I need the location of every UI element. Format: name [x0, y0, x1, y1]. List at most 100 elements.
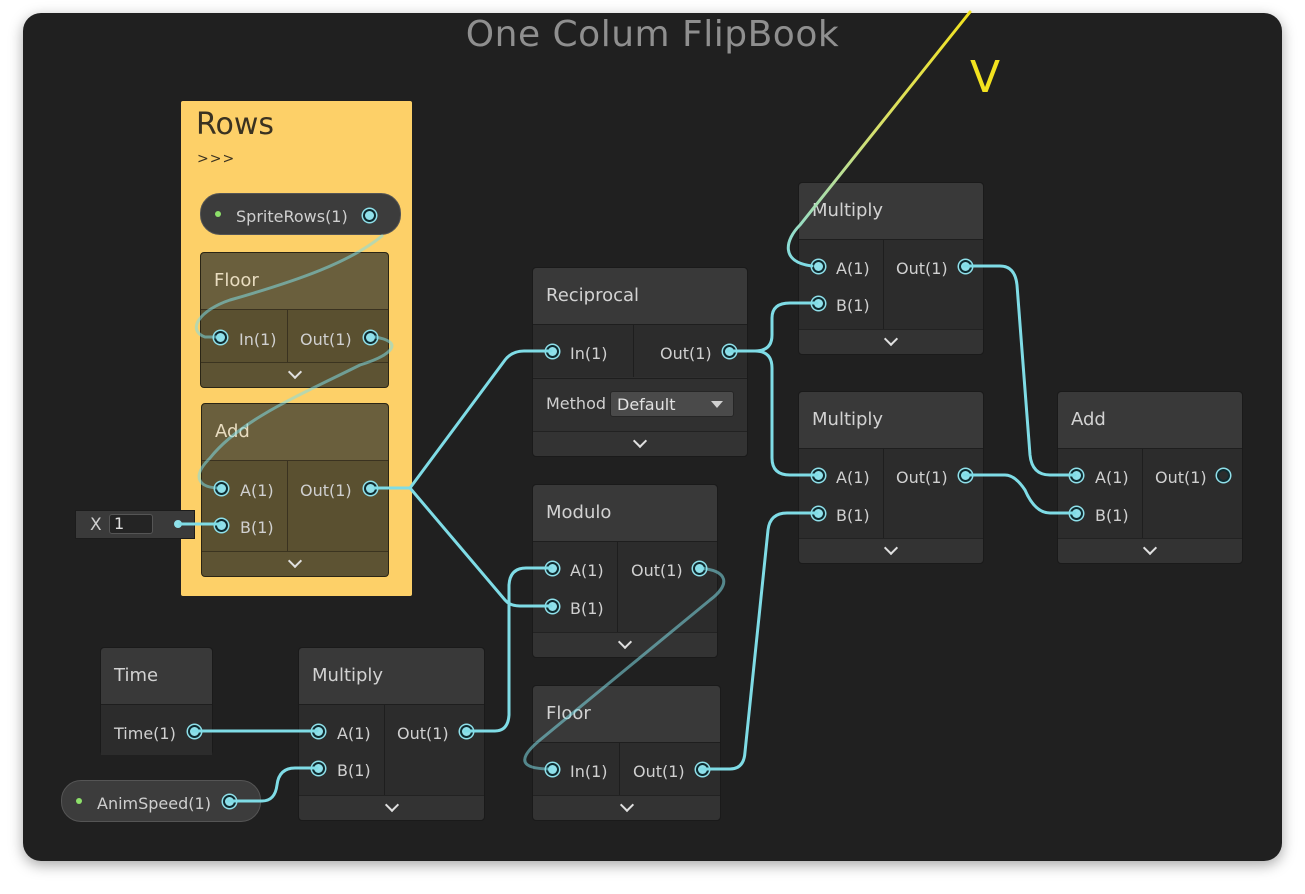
multiply-time-a-port[interactable]: [312, 725, 325, 738]
multiply-top-out-port[interactable]: [959, 260, 972, 273]
floor-time-in-port[interactable]: [546, 763, 559, 776]
add-final-b-port[interactable]: [1070, 507, 1083, 520]
rows-group-subtitle: >>>: [197, 151, 236, 167]
multiply-top-title[interactable]: Multiply: [799, 183, 983, 240]
multiply-mid-b-port[interactable]: [812, 507, 825, 520]
modulo-b-label: B(1): [570, 599, 604, 618]
chevron-down-icon: [632, 433, 648, 449]
multiply-mid-a-label: A(1): [836, 468, 870, 487]
multiply-time-out-port[interactable]: [460, 725, 473, 738]
add-rows-a-label: A(1): [240, 481, 274, 500]
rows-group-title: Rows: [196, 107, 275, 142]
add-final-a-port[interactable]: [1070, 469, 1083, 482]
chevron-down-icon: [384, 797, 399, 813]
add-final-node[interactable]: Add: [1057, 391, 1243, 564]
modulo-out-port[interactable]: [693, 562, 706, 575]
time-title[interactable]: Time: [101, 648, 212, 705]
floor-rows-in-port[interactable]: [214, 331, 227, 344]
multiply-top-b-label: B(1): [836, 296, 870, 315]
add-rows-a-port[interactable]: [215, 482, 228, 495]
property-indicator-icon: [215, 211, 221, 217]
x-label: X: [90, 515, 102, 535]
multiply-time-title[interactable]: Multiply: [299, 648, 484, 705]
add-final-title[interactable]: Add: [1058, 392, 1242, 449]
multiply-mid-expand[interactable]: [799, 538, 983, 563]
dropdown-arrow-icon: [711, 401, 723, 408]
floor-time-in-label: In(1): [570, 762, 608, 781]
multiply-top-expand[interactable]: [799, 329, 983, 354]
floor-rows-out-port[interactable]: [364, 331, 377, 344]
reciprocal-out-port[interactable]: [723, 345, 736, 358]
chevron-down-icon: [883, 540, 899, 556]
method-value: Default: [617, 395, 676, 414]
multiply-time-b-port[interactable]: [312, 762, 325, 775]
multiply-mid-node[interactable]: Multiply: [798, 391, 984, 564]
add-rows-out-label: Out(1): [300, 481, 352, 500]
graph-title: One Colum FlipBook: [465, 14, 840, 55]
multiply-mid-out-label: Out(1): [896, 468, 948, 487]
multiply-time-out-label: Out(1): [397, 724, 449, 743]
chevron-down-icon: [619, 797, 634, 813]
modulo-a-label: A(1): [570, 561, 604, 580]
sprite-rows-label: SpriteRows(1): [236, 207, 348, 226]
multiply-time-node[interactable]: Multiply: [298, 647, 485, 821]
sprite-rows-output-port[interactable]: [363, 209, 376, 222]
time-out-label: Time(1): [114, 724, 176, 743]
reciprocal-expand[interactable]: [533, 431, 747, 456]
add-rows-out-port[interactable]: [364, 482, 377, 495]
multiply-mid-b-label: B(1): [836, 506, 870, 525]
floor-time-expand[interactable]: [533, 795, 720, 820]
reciprocal-out-label: Out(1): [660, 344, 712, 363]
chevron-down-icon: [287, 553, 303, 569]
add-rows-expand[interactable]: [202, 551, 388, 576]
modulo-b-port[interactable]: [546, 600, 559, 613]
method-label: Method: [546, 394, 607, 413]
v-label: V: [970, 52, 1001, 103]
multiply-top-a-port[interactable]: [812, 260, 825, 273]
reciprocal-node[interactable]: Reciprocal: [532, 267, 748, 457]
modulo-a-port[interactable]: [546, 562, 559, 575]
add-rows-title[interactable]: Add: [202, 404, 388, 461]
multiply-top-a-label: A(1): [836, 259, 870, 278]
add-final-out-label: Out(1): [1155, 468, 1207, 487]
multiply-top-out-label: Out(1): [896, 259, 948, 278]
x-value-field[interactable]: 1: [109, 514, 153, 534]
method-dropdown[interactable]: Default: [610, 391, 734, 417]
floor-rows-title[interactable]: Floor: [201, 253, 388, 310]
multiply-top-b-port[interactable]: [812, 297, 825, 310]
add-final-b-label: B(1): [1095, 506, 1129, 525]
multiply-mid-out-port[interactable]: [959, 469, 972, 482]
chevron-down-icon: [617, 634, 633, 650]
floor-rows-in-label: In(1): [239, 330, 277, 349]
add-final-expand[interactable]: [1058, 538, 1242, 563]
time-out-port[interactable]: [188, 725, 201, 738]
floor-rows-out-label: Out(1): [300, 330, 352, 349]
add-final-out-port[interactable]: [1217, 469, 1230, 482]
floor-time-title[interactable]: Floor: [533, 686, 720, 743]
floor-time-node[interactable]: Floor: [532, 685, 721, 821]
multiply-time-expand[interactable]: [299, 795, 484, 820]
multiply-mid-a-port[interactable]: [812, 469, 825, 482]
add-rows-node[interactable]: Add: [201, 403, 389, 577]
floor-time-out-port[interactable]: [696, 763, 709, 776]
add-rows-b-port[interactable]: [215, 519, 228, 532]
multiply-time-b-label: B(1): [337, 761, 371, 780]
multiply-time-a-label: A(1): [337, 724, 371, 743]
add-final-a-label: A(1): [1095, 468, 1129, 487]
modulo-title[interactable]: Modulo: [533, 485, 717, 542]
floor-rows-expand[interactable]: [201, 362, 388, 387]
chevron-down-icon: [1142, 540, 1158, 556]
chevron-down-icon: [883, 331, 899, 347]
multiply-mid-title[interactable]: Multiply: [799, 392, 983, 449]
modulo-node[interactable]: Modulo: [532, 484, 718, 658]
reciprocal-in-port[interactable]: [546, 345, 559, 358]
floor-rows-node[interactable]: Floor: [200, 252, 389, 388]
reciprocal-title[interactable]: Reciprocal: [533, 268, 747, 325]
floor-time-out-label: Out(1): [633, 762, 685, 781]
modulo-expand[interactable]: [533, 632, 717, 657]
modulo-out-label: Out(1): [631, 561, 683, 580]
inline-input-port: [174, 520, 182, 528]
anim-speed-output-port[interactable]: [223, 795, 236, 808]
add-rows-b-label: B(1): [240, 518, 274, 537]
multiply-top-node[interactable]: Multiply: [798, 182, 984, 355]
